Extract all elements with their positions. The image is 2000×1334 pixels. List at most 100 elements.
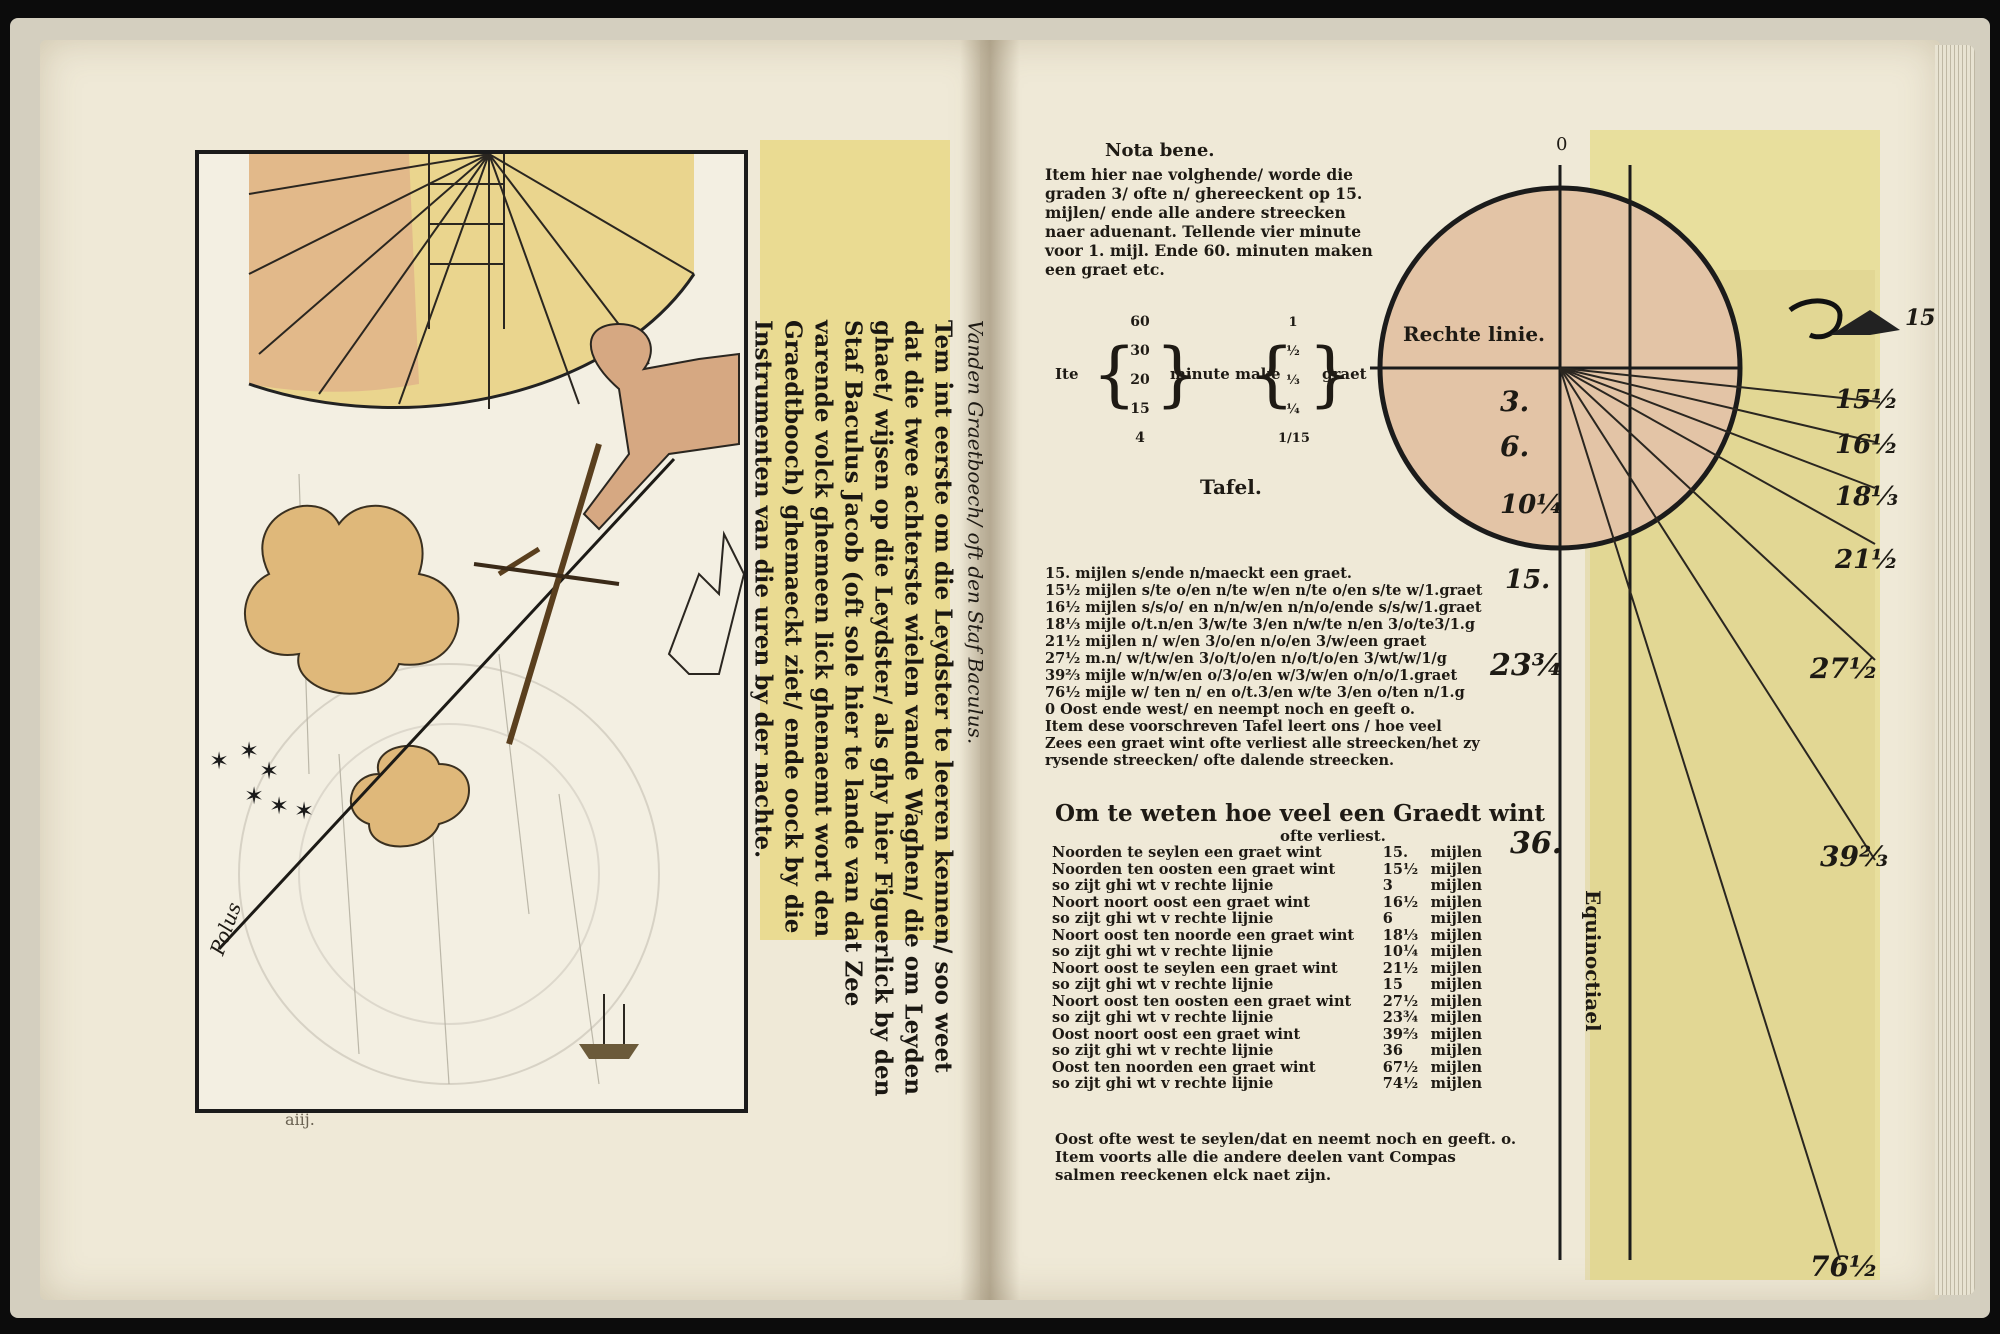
conversion-table: Ite { 60 30 20 15 4 } minute make { 1 ½ … bbox=[1050, 300, 1370, 450]
list-line: 0 Oost ende west/ en neempt noch en geef… bbox=[1045, 701, 1415, 718]
nota-title: Nota bene. bbox=[1105, 140, 1215, 161]
row-value: 18⅓ bbox=[1382, 926, 1418, 944]
list-line: 76½ mijle w/ ten n/ en o/t.3/en w/te 3/e… bbox=[1045, 684, 1465, 701]
inner-label-2: 6. bbox=[1500, 430, 1530, 463]
row-label: so zijt ghi wt v rechte lijnie bbox=[1052, 943, 1274, 960]
equinoctial-diagram bbox=[1370, 165, 1900, 1261]
row-label: Noort noort oost een graet wint bbox=[1052, 893, 1310, 911]
outer-label-2: 23¾ bbox=[1490, 648, 1564, 683]
fraction-value: ¼ bbox=[1286, 402, 1300, 417]
row-value: 39⅔ bbox=[1382, 1025, 1418, 1043]
nota-bene-block: Nota bene. Item hier nae volghende/ word… bbox=[1045, 140, 1380, 279]
list-line: 15½ mijlen s/te o/en n/te w/en n/te o/en… bbox=[1045, 582, 1483, 599]
equinoctiael-label: Equinoctiael bbox=[1581, 890, 1605, 1032]
inner-label-3: 10¼ bbox=[1500, 490, 1564, 520]
row-unit: mijlen bbox=[1430, 1009, 1482, 1026]
outer-label-3: 36. bbox=[1510, 826, 1563, 861]
right-label-1: 15½ bbox=[1835, 385, 1899, 415]
row-value: 10¼ bbox=[1382, 943, 1419, 960]
minute-value: 60 bbox=[1130, 314, 1150, 330]
right-label-6: 39⅔ bbox=[1820, 840, 1888, 873]
book-gutter bbox=[960, 40, 1020, 1300]
right-open-brace: { bbox=[1250, 333, 1295, 415]
row-value: 16½ bbox=[1382, 893, 1419, 911]
conversion-mid-word: minute make bbox=[1170, 365, 1281, 383]
row-label: Oost ten noorden een graet wint bbox=[1052, 1058, 1316, 1076]
closing-text: Oost ofte west te seylen/dat en neemt no… bbox=[1055, 1130, 1516, 1184]
row-unit: mijlen bbox=[1430, 910, 1482, 927]
left-brace: { bbox=[1092, 333, 1137, 415]
table-row: Noort oost ten noorde een graet wint 18⅓ m… bbox=[1052, 926, 1482, 945]
svg-text:✶: ✶ bbox=[294, 797, 314, 825]
caption-highlight bbox=[760, 140, 950, 940]
top-right-number: 15 bbox=[1905, 305, 1936, 331]
right-label-5: 27½ bbox=[1810, 652, 1879, 685]
row-label: so zijt ghi wt v rechte lijnie bbox=[1052, 1042, 1274, 1059]
row-unit: mijlen bbox=[1430, 860, 1482, 878]
row-unit: mijlen bbox=[1430, 943, 1482, 960]
svg-text:✶: ✶ bbox=[259, 757, 279, 785]
list-line: rysende streecken/ ofte dalende streecke… bbox=[1045, 752, 1395, 769]
row-label: so zijt ghi wt v rechte lijnie bbox=[1052, 976, 1274, 993]
fraction-value: 1/15 bbox=[1278, 431, 1310, 446]
table-row: so zijt ghi wt v rechte lijnie 23¾ mijlen bbox=[1052, 1009, 1482, 1027]
closing-line: Item voorts alle die andere deelen vant … bbox=[1055, 1148, 1456, 1166]
woodcut-illustration: ✶ ✶ ✶ ✶ ✶ ✶ bbox=[195, 150, 748, 1113]
list-line: Item dese voorschreven Tafel leert ons /… bbox=[1045, 718, 1442, 735]
row-unit: mijlen bbox=[1430, 976, 1482, 993]
row-label: Noort oost ten oosten een graet wint bbox=[1052, 992, 1352, 1010]
list-line: 21½ mijlen n/ w/en 3/o/en n/o/en 3/w/een… bbox=[1045, 633, 1427, 650]
table-row: so zijt ghi wt v rechte lijnie 10¼ mijlen bbox=[1052, 943, 1482, 961]
right-label-7: 76½ bbox=[1810, 1250, 1879, 1283]
row-unit: mijlen bbox=[1430, 1025, 1482, 1043]
minute-value: 30 bbox=[1130, 343, 1150, 359]
list-line: 39⅔ mijle w/n/w/en o/3/o/en w/3/w/en o/n… bbox=[1045, 667, 1458, 684]
row-label: Noorden ten oosten een graet wint bbox=[1052, 860, 1336, 878]
caption-text: Tem int eerste om die Leydster te leeren… bbox=[749, 320, 957, 1097]
row-unit: mijlen bbox=[1430, 893, 1482, 911]
rechte-linie-label: Rechte linie. bbox=[1403, 322, 1546, 346]
row-label: Noort oost ten noorde een graet wint bbox=[1052, 926, 1355, 944]
minute-value: 4 bbox=[1135, 430, 1145, 446]
fraction-value: ⅓ bbox=[1286, 373, 1300, 388]
row-value: 6 bbox=[1382, 910, 1393, 927]
minutes-column: 60 30 20 15 4 bbox=[1125, 308, 1155, 453]
row-value: 23¾ bbox=[1382, 1009, 1419, 1026]
fraction-value: 1 bbox=[1288, 315, 1298, 330]
fraction-value: ½ bbox=[1286, 344, 1300, 359]
svg-text:✶: ✶ bbox=[269, 792, 289, 820]
row-value: 21½ bbox=[1382, 959, 1419, 977]
row-value: 3 bbox=[1382, 877, 1393, 894]
right-close-brace: } bbox=[1308, 333, 1353, 415]
row-unit: mijlen bbox=[1430, 877, 1482, 894]
right-label-4: 21½ bbox=[1835, 545, 1899, 575]
svg-text:✶: ✶ bbox=[244, 782, 264, 810]
nota-text: Item hier nae volghende/ worde die grade… bbox=[1045, 165, 1373, 279]
row-value: 36 bbox=[1382, 1042, 1403, 1059]
outer-label-1: 15. bbox=[1505, 565, 1551, 595]
page-edges bbox=[1935, 45, 1975, 1295]
right-label-2: 16½ bbox=[1835, 430, 1899, 460]
inner-label-1: 3. bbox=[1500, 385, 1530, 418]
mijlen-list: 15. mijlen s/ende n/maeckt een graet. 15… bbox=[1045, 565, 1485, 769]
row-label: Oost noort oost een graet wint bbox=[1052, 1025, 1301, 1043]
mid-brace: } bbox=[1155, 333, 1200, 415]
minute-value: 15 bbox=[1130, 401, 1150, 417]
row-unit: mijlen bbox=[1430, 992, 1482, 1010]
folio-mark: aiij. bbox=[285, 1110, 315, 1129]
row-label: so zijt ghi wt v rechte lijnie bbox=[1052, 1009, 1274, 1026]
section-heading: Om te weten hoe veel een Graedt wint bbox=[1055, 800, 1546, 827]
row-label: Noort oost te seylen een graet wint bbox=[1052, 959, 1338, 977]
minute-value: 20 bbox=[1130, 372, 1150, 388]
conversion-left-word: Ite bbox=[1055, 365, 1079, 383]
row-unit: mijlen bbox=[1430, 926, 1482, 944]
